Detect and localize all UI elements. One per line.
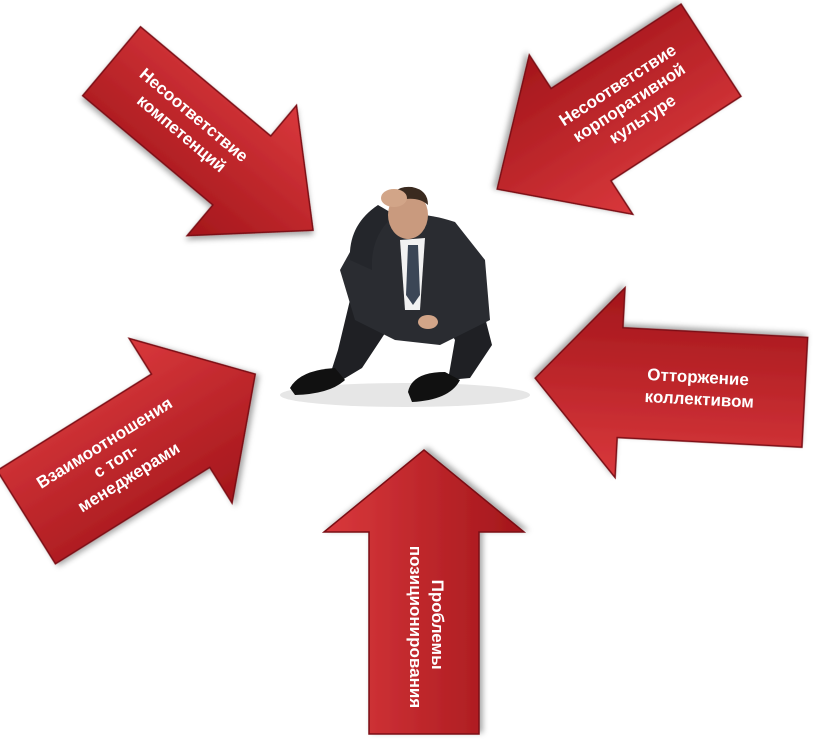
arrow-culture: Несоответствие корпоративной культуре	[496, 3, 743, 216]
arrow-rejection: Отторжение коллективом	[534, 285, 809, 480]
arrow-positioning-line-1: Проблемы	[428, 580, 447, 670]
arrow-positioning: Проблемы позиционирования	[321, 449, 527, 735]
arrow-competence: Несоответствие компетенций	[81, 25, 314, 237]
arrow-relations: Взаимоотношения с топ- менеджерами	[0, 337, 257, 565]
arrow-positioning-line-2: позиционирования	[406, 546, 425, 708]
stressed-businessman-icon	[280, 186, 530, 407]
arrow-positioning-label: Проблемы позиционирования	[406, 546, 447, 708]
